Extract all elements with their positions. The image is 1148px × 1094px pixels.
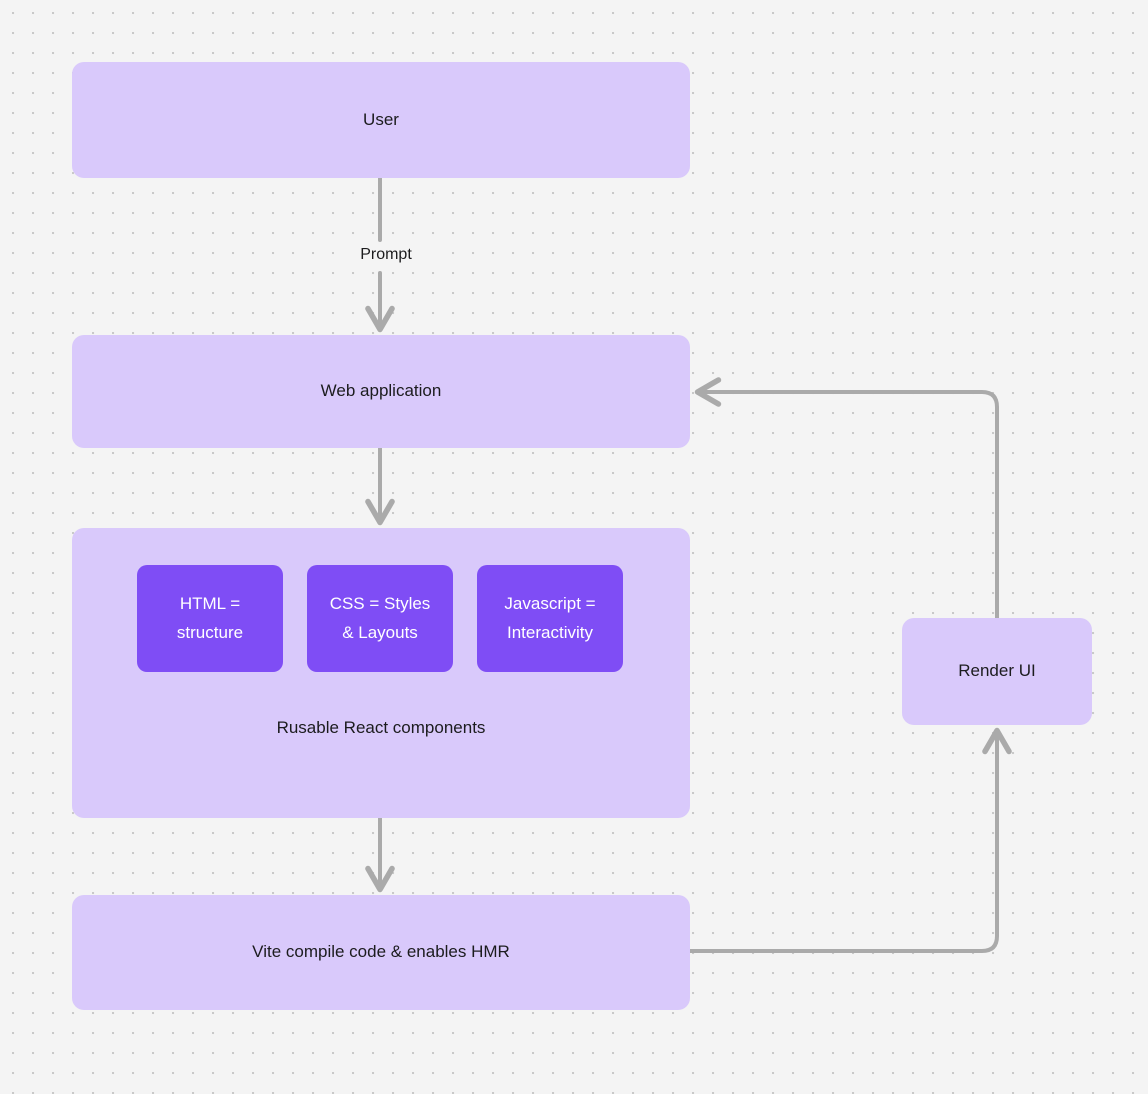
node-css-label: CSS = Styles & Layouts [330,590,431,648]
node-components-group[interactable]: HTML = structure CSS = Styles & Layouts … [72,528,690,818]
node-render-ui-label: Render UI [958,661,1036,681]
node-javascript[interactable]: Javascript = Interactivity [477,565,623,672]
node-vite-label: Vite compile code & enables HMR [252,942,510,962]
node-css[interactable]: CSS = Styles & Layouts [307,565,453,672]
edge-label-prompt: Prompt [334,245,438,265]
node-html-label-line1: HTML = [179,593,241,613]
edge-vite-to-render [688,727,1012,953]
edge-render-to-webapp [694,377,999,620]
node-web-application[interactable]: Web application [72,335,690,448]
node-vite[interactable]: Vite compile code & enables HMR [72,895,690,1010]
node-user[interactable]: User [72,62,690,178]
node-javascript-label-line1: Javascript = [504,593,596,613]
node-javascript-label-line2: Interactivity [507,622,593,642]
node-javascript-label: Javascript = Interactivity [504,590,595,648]
node-css-label-line2: & Layouts [342,622,418,642]
node-render-ui[interactable]: Render UI [902,618,1092,725]
node-html-label-line2: structure [176,622,244,642]
node-css-label-line1: CSS = Styles [329,593,431,613]
node-web-application-label: Web application [320,381,442,401]
node-html[interactable]: HTML = structure [137,565,283,672]
node-components-caption: Rusable React components [276,718,486,737]
node-user-label: User [363,109,399,129]
node-html-label: HTML = structure [177,590,243,648]
